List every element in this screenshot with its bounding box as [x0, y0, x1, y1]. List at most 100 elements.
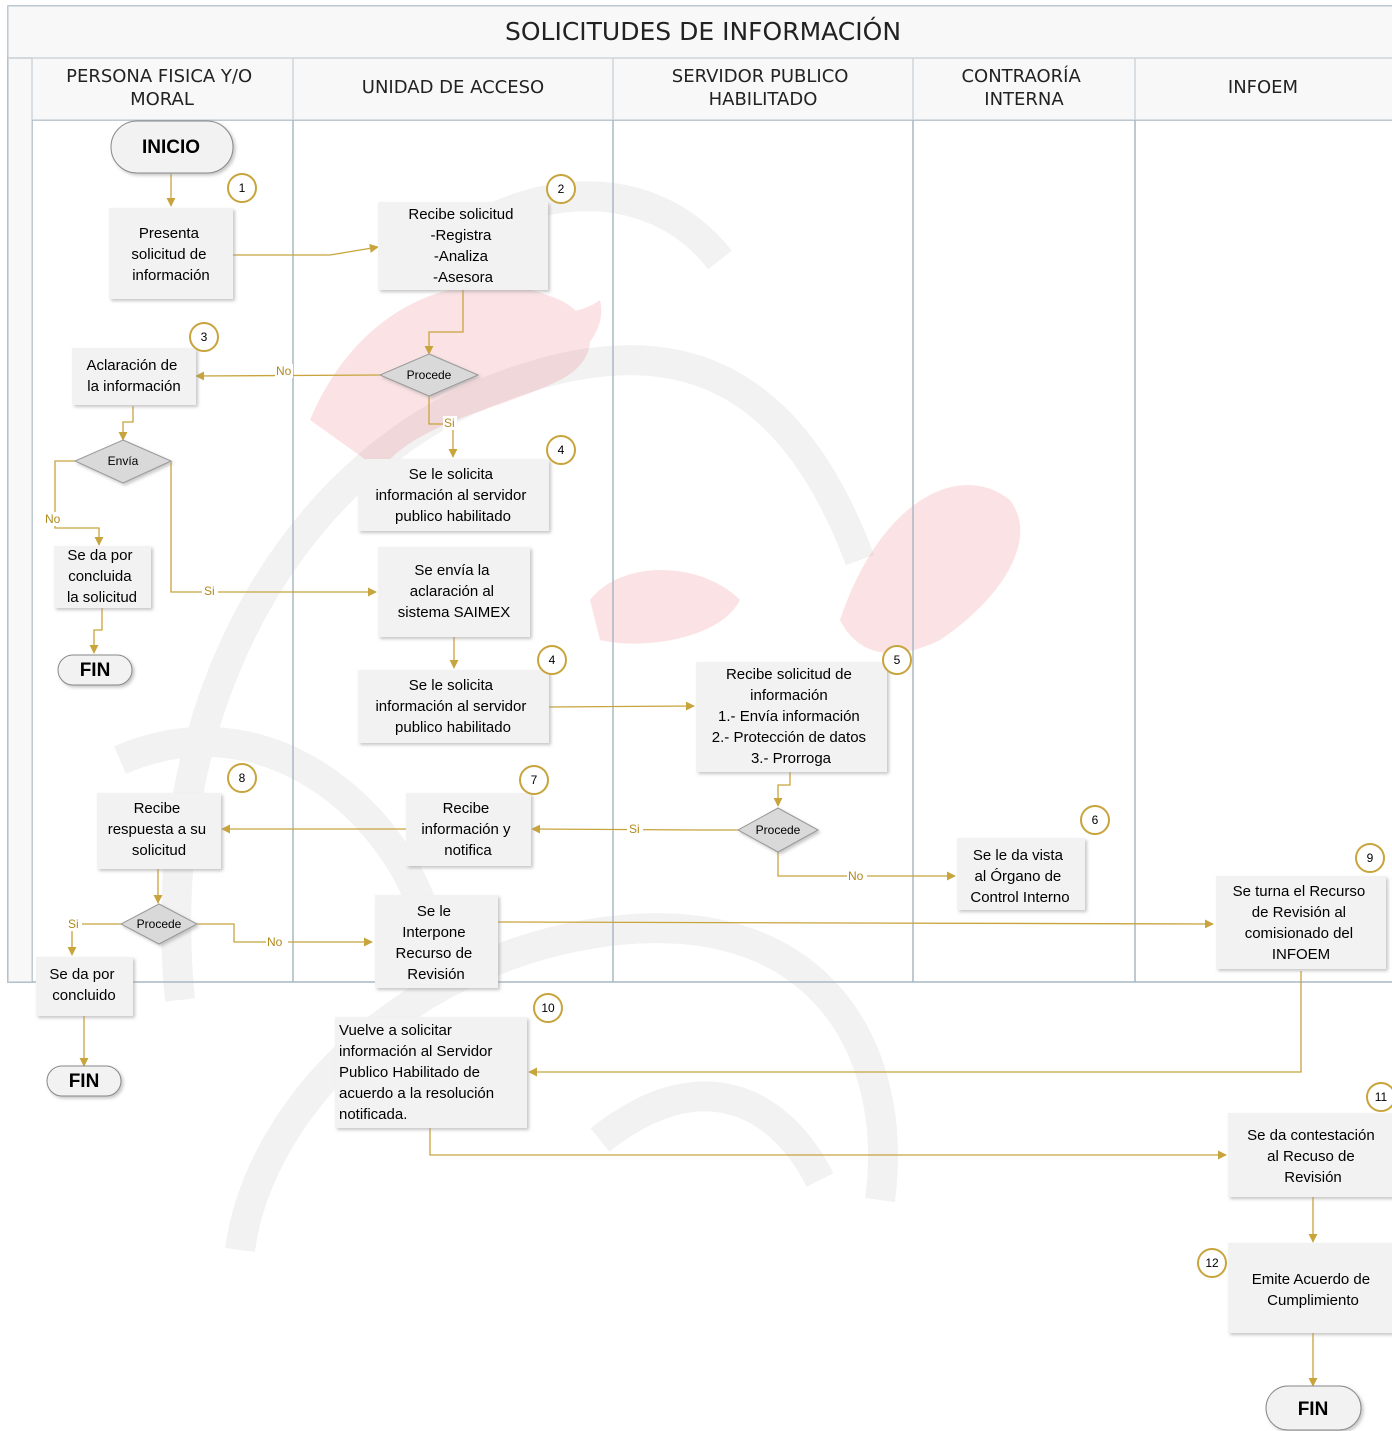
svg-text:Se da por concluido: Se da por concluido: [49, 966, 118, 1004]
svg-text:Envía: Envía: [108, 454, 139, 468]
lane-header-contraloria: CONTRAORÍA INTERNA: [961, 65, 1086, 110]
step-number: 4: [558, 443, 565, 457]
edge-label-no: No: [848, 869, 864, 883]
step-envia-aclaracion: Se envía la aclaración al sistema SAIMEX: [378, 547, 530, 637]
step-number: 11: [1375, 1090, 1388, 1104]
lane-header-unidad: UNIDAD DE ACCESO: [362, 77, 544, 98]
svg-text:Recibe información y: Recibe información y notifica: [421, 800, 514, 859]
svg-text:Se da contestación al Re: Se da contestación al Recuso de Revisión: [1247, 1127, 1379, 1186]
step-number-badge: [1366, 1082, 1392, 1112]
step-number: 9: [1367, 851, 1374, 865]
edge-label-no: No: [267, 935, 283, 949]
connectors: [54, 174, 1318, 1387]
svg-text:FIN: FIN: [1298, 1399, 1329, 1420]
edge-s3-d2: [118, 406, 134, 441]
edge-label-no: No: [45, 512, 61, 526]
svg-text:Se le solicita informaci: Se le solicita información al servidor p…: [375, 466, 530, 525]
decision-envia: Envía: [73, 439, 173, 484]
svg-text:Recibe solicitud de info: Recibe solicitud de información 1.- Enví…: [712, 666, 870, 767]
edge-s4b-s5: [548, 701, 695, 711]
step-number: 8: [239, 771, 246, 785]
edge-concluida-fin: [89, 608, 103, 654]
step-concluido: Se da por concluido: [36, 957, 133, 1016]
step-presenta-solicitud: Presenta solicitud de información: [109, 208, 233, 299]
lane-header-infoem: INFOEM: [1228, 77, 1298, 98]
svg-text:Se le da vista al Órgano: Se le da vista al Órgano de Control Inte…: [970, 847, 1069, 906]
step-turna-recurso: Se turna el Recurso de Revisión al comis…: [1216, 876, 1386, 969]
step-number: 4: [549, 653, 556, 667]
step-number: 7: [531, 773, 538, 787]
step-number: 3: [201, 330, 208, 344]
edge-d2-envia: [170, 461, 377, 597]
step-number: 10: [541, 1001, 555, 1015]
svg-text:Aclaración de la informa: Aclaración de la información: [86, 357, 181, 395]
svg-text:Recibe respuesta a su: Recibe respuesta a su solicitud: [108, 800, 211, 859]
step-number-badge: [546, 435, 576, 465]
step-number-badge: [227, 173, 257, 203]
svg-text:FIN: FIN: [69, 1071, 100, 1092]
edge-interpone-s9: [497, 919, 1214, 929]
step-number-badge: [1355, 843, 1385, 873]
step-number-badge: [533, 993, 563, 1023]
step-acuerdo-cumplimiento: Emite Acuerdo de Cumplimiento: [1228, 1243, 1392, 1333]
swimlane-frame: [7, 5, 1392, 983]
lane-header-servidor: SERVIDOR PUBLICO HABILITADO: [672, 66, 854, 110]
edge-label-no: No: [276, 364, 292, 378]
step-recibe-solicitud-servidor: Recibe solicitud de información 1.- Enví…: [696, 662, 887, 772]
svg-text:Presenta solicitud de: Presenta solicitud de información: [131, 225, 210, 284]
step-number: 2: [558, 182, 565, 196]
step-vista-organo: Se le da vista al Órgano de Control Inte…: [957, 838, 1085, 910]
svg-text:Recibe solicitud -Regist: Recibe solicitud -Registra -Analiza -Ase…: [408, 206, 517, 286]
step-number-badge: [546, 174, 576, 204]
svg-text:Procede: Procede: [137, 917, 182, 931]
diagram-title: SOLICITUDES DE INFORMACIÓN: [505, 16, 901, 46]
terminal-fin: FIN: [46, 1065, 122, 1097]
svg-text:Se le solicita informaci: Se le solicita información al servidor p…: [375, 677, 530, 736]
edge-d3-s6: [777, 852, 956, 881]
step-aclaracion: Aclaración de la información: [72, 348, 196, 405]
step-number: 12: [1205, 1256, 1219, 1270]
edge-d3-s7: [531, 824, 738, 834]
svg-text:Vuelve a solicitar infor: Vuelve a solicitar información al Servid…: [339, 1022, 498, 1123]
step-number-badge: [537, 645, 567, 675]
step-number-badge: [189, 322, 219, 352]
svg-text:Se envía la aclaración a: Se envía la aclaración al sistema SAIMEX: [398, 562, 511, 621]
decision-procede: Procede: [119, 903, 199, 945]
step-number-badge: [1080, 805, 1110, 835]
edge-d2-concluida: [54, 460, 104, 546]
step-recibe-respuesta: Recibe respuesta a su solicitud: [97, 793, 221, 869]
edge-s1-s2: [233, 243, 379, 256]
terminal-fin: FIN: [1265, 1385, 1362, 1431]
edge-s10-s11: [429, 1128, 1227, 1160]
edge-d4-interpone: [197, 923, 373, 947]
svg-text:INICIO: INICIO: [142, 137, 200, 158]
step-number-badge: [227, 763, 257, 793]
step-contestacion-recurso: Se da contestación al Recuso de Revisión: [1228, 1113, 1392, 1197]
decision-procede: Procede: [736, 807, 820, 853]
step-recibe-informacion: Recibe información y notifica: [406, 793, 531, 866]
svg-text:Se turna el Recurso de R: Se turna el Recurso de Revisión al comis…: [1233, 883, 1370, 963]
edge-d1-s4a: [428, 396, 458, 458]
lane-header-persona: PERSONA FISICA Y/O MORAL: [66, 66, 258, 110]
svg-text:Procede: Procede: [756, 823, 801, 837]
edge-label-si: Si: [444, 416, 455, 430]
terminal-fin: FIN: [57, 654, 133, 686]
step-interpone-recurso: Se le Interpone Recurso de Revisión: [375, 895, 498, 988]
svg-text:Emite Acuerdo de Cumplim: Emite Acuerdo de Cumplimiento: [1252, 1271, 1375, 1309]
edge-s5-d3: [773, 772, 791, 807]
step-number: 5: [894, 653, 901, 667]
step-number-badge: [882, 645, 912, 675]
step-number: 6: [1092, 813, 1099, 827]
svg-text:Se da por concluida: Se da por concluida la solicitud: [67, 547, 137, 606]
step-number-badge: [519, 765, 549, 795]
svg-text:Procede: Procede: [407, 368, 452, 382]
edge-label-si: Si: [629, 822, 640, 836]
decision-procede: Procede: [378, 353, 480, 397]
step-number-badge: [1197, 1248, 1227, 1278]
edge-s9-s10: [528, 971, 1302, 1077]
edge-s2-d1: [424, 290, 464, 355]
svg-text:FIN: FIN: [80, 660, 111, 681]
step-solicita-servidor: Se le solicita información al servidor p…: [358, 459, 549, 531]
svg-text:Se le Interpone Re: Se le Interpone Recurso de Revisión: [396, 903, 477, 983]
terminal-inicio: INICIO: [110, 120, 234, 174]
